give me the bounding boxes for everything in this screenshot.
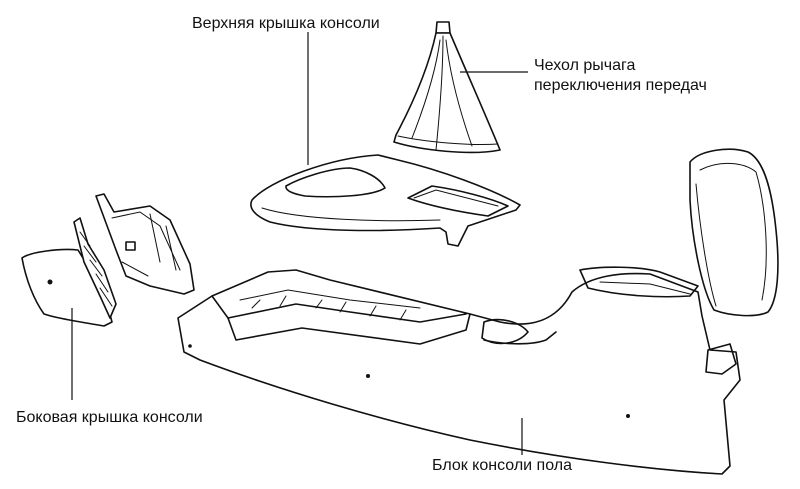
label-floor-console: Блок консоли пола (432, 457, 572, 474)
side-console-cover (21, 217, 117, 327)
floor-console-unit (177, 266, 741, 475)
label-gear-boot-line2: переключения передач (534, 77, 707, 94)
armrest-lid (689, 148, 779, 317)
side-console-cover-back (95, 193, 195, 295)
label-side-cover: Боковая крышка консоли (16, 409, 203, 426)
label-gear-boot-line1: Чехол рычага (534, 57, 636, 74)
upper-console-cover (250, 154, 521, 247)
gear-shift-boot (393, 21, 501, 154)
label-top-cover: Верхняя крышка консоли (192, 15, 380, 32)
